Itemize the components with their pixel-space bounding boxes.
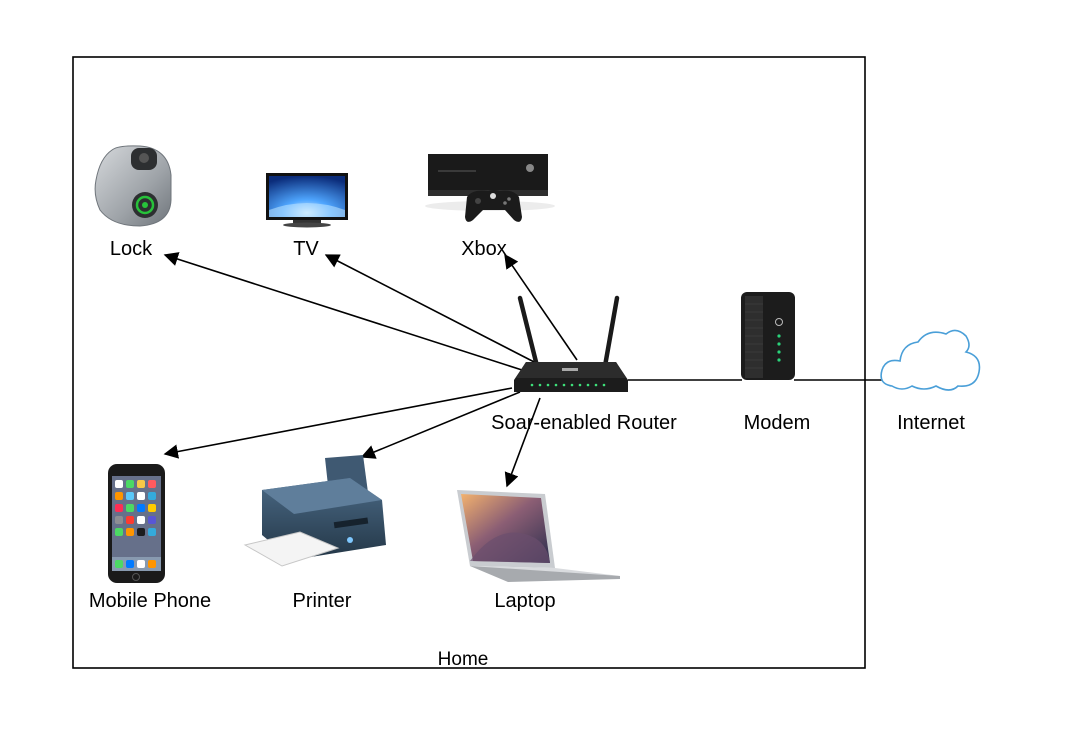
- home-boundary: [72, 56, 866, 669]
- game-console-icon: [425, 154, 555, 222]
- edge-router-printer: [360, 391, 521, 459]
- router-label: Soar-enabled Router: [491, 412, 677, 434]
- edge-router-xbox: [504, 253, 578, 361]
- cloud-icon: [880, 329, 981, 391]
- smart-lock-icon: [94, 145, 172, 227]
- edge-router-phone: [163, 387, 513, 459]
- laptop-label: Laptop: [494, 590, 555, 612]
- lock-label: Lock: [110, 238, 153, 260]
- modem-label: Modem: [744, 412, 811, 434]
- xbox-label: Xbox: [461, 238, 507, 260]
- tv-icon: [266, 173, 348, 228]
- modem-icon: [741, 292, 795, 380]
- edge-router-lock: [163, 252, 523, 371]
- router-icon: [514, 295, 628, 392]
- phone-label: Mobile Phone: [89, 590, 211, 612]
- laptop-icon: [457, 490, 620, 582]
- internet-label: Internet: [897, 412, 965, 434]
- edge-router-laptop: [504, 397, 541, 488]
- printer-label: Printer: [293, 590, 352, 612]
- home-label: Home: [438, 649, 489, 670]
- tv-label: TV: [293, 238, 319, 260]
- mobile-phone-icon: [108, 464, 165, 583]
- printer-icon: [243, 455, 386, 567]
- edge-router-tv: [324, 254, 541, 366]
